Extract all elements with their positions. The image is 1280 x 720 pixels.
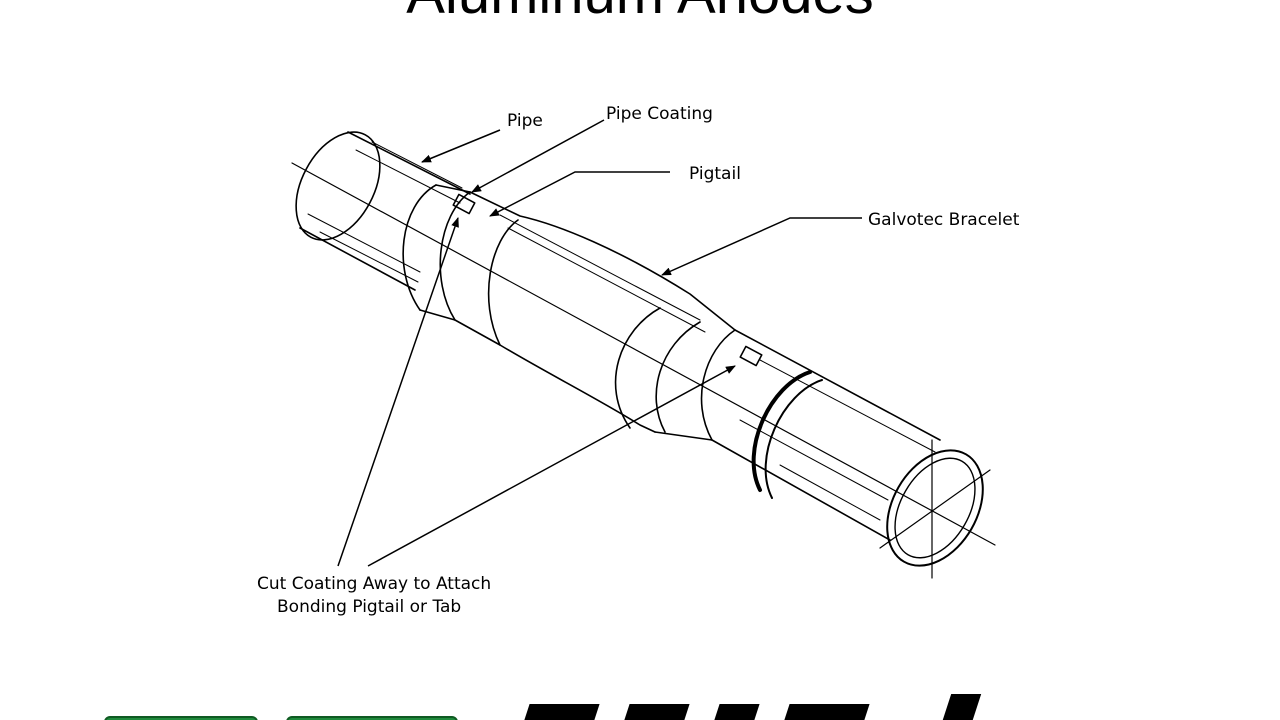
right-pigtail-tab xyxy=(739,345,763,367)
left-pipe-bottom-edge xyxy=(299,227,416,291)
bracelet-band xyxy=(751,370,812,492)
anode-body xyxy=(454,191,736,433)
pipe-coating-leader xyxy=(471,119,605,193)
label-cut-coating-line2: Bonding Pigtail or Tab xyxy=(277,597,461,617)
left-pipe-end-ellipse xyxy=(295,131,381,241)
pipe-leader xyxy=(421,129,501,163)
right-coating-collar xyxy=(654,329,823,499)
right-pipe-end-outer xyxy=(886,449,984,567)
footer-logo xyxy=(0,694,1280,720)
logo-green-block-left xyxy=(104,716,258,720)
leader-lines xyxy=(337,119,862,567)
left-pigtail-tab xyxy=(452,193,476,215)
logo-green-block-right xyxy=(286,716,458,720)
label-pipe-coating: Pipe Coating xyxy=(606,104,713,124)
pigtail-leader xyxy=(489,171,670,217)
left-coating-collar xyxy=(402,184,471,321)
label-pipe: Pipe xyxy=(507,111,543,131)
right-pipe-end-inner xyxy=(894,457,976,559)
label-galvotec-bracelet: Galvotec Bracelet xyxy=(868,210,1020,230)
logo-wordmark xyxy=(516,694,996,720)
right-pipe-bottom-edge xyxy=(711,439,891,541)
label-pigtail: Pigtail xyxy=(689,164,741,184)
cut-coating-leader-left xyxy=(337,217,459,567)
galvotec-bracelet-leader xyxy=(661,217,862,276)
label-cut-coating-line1: Cut Coating Away to Attach xyxy=(257,574,491,594)
pipe-drawing xyxy=(291,131,996,579)
right-pipe-section xyxy=(711,329,991,579)
cut-coating-leader-right xyxy=(367,365,736,567)
pipe-axis-line xyxy=(291,162,996,546)
slide-title: Aluminum Anodes xyxy=(0,0,1280,30)
left-pipe-section xyxy=(295,131,471,291)
right-pipe-top-edge xyxy=(734,329,941,441)
left-pipe-top-edge xyxy=(347,131,471,195)
